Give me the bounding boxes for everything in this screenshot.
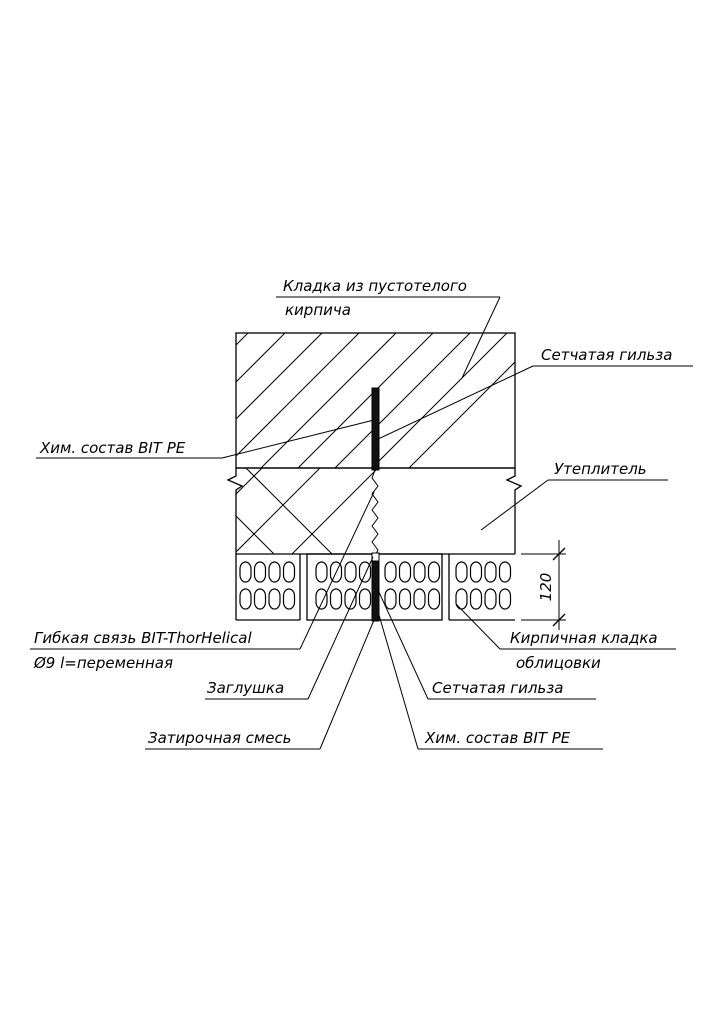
brick-hole bbox=[268, 588, 281, 610]
brick-hole bbox=[282, 588, 296, 610]
hatch-line bbox=[260, 333, 397, 468]
brick-hole bbox=[484, 588, 497, 610]
brick-hole bbox=[329, 588, 343, 610]
brick-hole bbox=[253, 561, 267, 583]
hatch-line bbox=[0, 468, 30, 554]
brick-hole bbox=[344, 561, 357, 583]
grout-label: Затирочная смесь bbox=[148, 729, 292, 747]
brick-hole bbox=[239, 561, 252, 583]
hatch-line bbox=[236, 333, 323, 420]
mesh-sleeve-bottom-label: Сетчатая гильза bbox=[432, 679, 563, 697]
chem-bottom-label: Хим. состав BIT PE bbox=[424, 729, 571, 747]
brick-hole bbox=[484, 561, 497, 583]
hatch-line bbox=[0, 333, 26, 468]
helical-tie bbox=[371, 387, 380, 622]
hatch-line bbox=[0, 468, 42, 554]
facing-label-line1: Кирпичная кладка bbox=[510, 629, 658, 647]
brick-hole bbox=[455, 561, 468, 583]
brick-hole bbox=[358, 588, 372, 610]
brick-hole bbox=[498, 588, 512, 610]
hatch-line bbox=[408, 361, 515, 468]
dimension-120: 120 bbox=[521, 540, 566, 630]
brick-hole bbox=[427, 588, 441, 610]
leader-lines bbox=[30, 296, 693, 750]
masonry-label-line1: Кладка из пустотелого bbox=[283, 277, 467, 295]
facing-label-line2: облицовки bbox=[516, 654, 601, 672]
insulation-hatching bbox=[0, 468, 379, 554]
dimension-text: 120 bbox=[537, 573, 555, 602]
hatch-line bbox=[72, 468, 158, 554]
brick-hole bbox=[239, 588, 252, 610]
hatch-line bbox=[236, 515, 275, 554]
brick-hole bbox=[253, 588, 267, 610]
brick-hole bbox=[268, 561, 281, 583]
insulation-layer bbox=[0, 467, 523, 555]
hatch-line bbox=[130, 468, 216, 554]
hatch-line bbox=[14, 468, 100, 554]
hatch-line bbox=[118, 468, 204, 554]
hatch-line bbox=[297, 333, 434, 468]
tie-label-line2: Ø9 l=переменная bbox=[33, 654, 173, 672]
insulation-label: Утеплитель bbox=[554, 460, 647, 478]
plug-label: Заглушка bbox=[207, 679, 284, 697]
brick-hole bbox=[498, 561, 512, 583]
brick-hole bbox=[469, 561, 483, 583]
masonry-label-line2: кирпича bbox=[285, 301, 351, 319]
brick-hole bbox=[398, 588, 412, 610]
hatch-line bbox=[334, 333, 471, 468]
hatch-line bbox=[236, 333, 286, 383]
right-break-line bbox=[505, 468, 523, 554]
brick-hole bbox=[413, 588, 426, 610]
brick-hole bbox=[282, 561, 296, 583]
brick-hole bbox=[469, 588, 483, 610]
left-break-line bbox=[226, 468, 244, 554]
hatch-line bbox=[236, 333, 360, 457]
hatch-line bbox=[2, 468, 88, 554]
brick-hole bbox=[413, 561, 426, 583]
tie-label-line1: Гибкая связь BIT-ThorHelical bbox=[34, 629, 252, 647]
hatch-line bbox=[371, 333, 508, 468]
chem-left-label: Хим. состав BIT PE bbox=[39, 439, 186, 457]
hatch-line bbox=[236, 468, 321, 553]
hatch-line bbox=[245, 468, 333, 554]
brick-hole bbox=[344, 588, 357, 610]
brick-hole bbox=[398, 561, 412, 583]
brick-hole bbox=[384, 588, 397, 610]
brick-hole bbox=[384, 561, 397, 583]
mesh-sleeve-top-label: Сетчатая гильза bbox=[541, 346, 672, 364]
brick-hole bbox=[329, 561, 343, 583]
brick-hole bbox=[427, 561, 441, 583]
brick-hole bbox=[315, 561, 328, 583]
brick-hole bbox=[315, 588, 328, 610]
brick-holes bbox=[239, 561, 512, 610]
brick-hole bbox=[358, 561, 372, 583]
hatch-line bbox=[60, 468, 146, 554]
hatch-line bbox=[236, 468, 263, 495]
hatch-line bbox=[291, 468, 379, 554]
brick-hatching bbox=[0, 333, 515, 468]
facing-brick-layer bbox=[235, 553, 515, 621]
